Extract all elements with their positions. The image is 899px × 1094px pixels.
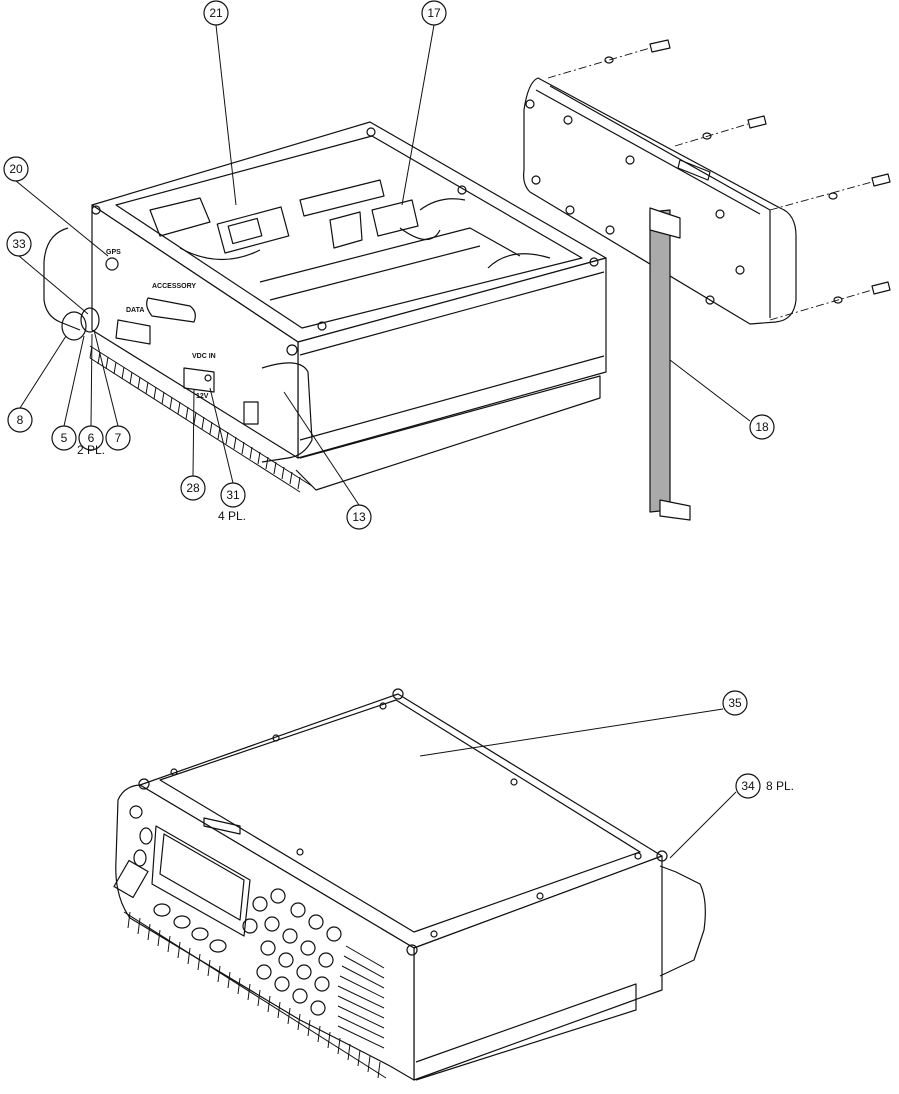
svg-text:35: 35 xyxy=(728,696,742,710)
callout-17: 17 xyxy=(422,1,446,25)
callout-33: 33 xyxy=(7,232,31,256)
svg-text:7: 7 xyxy=(115,431,122,445)
svg-text:5: 5 xyxy=(61,431,68,445)
gps-label: GPS xyxy=(106,249,121,256)
svg-text:20: 20 xyxy=(9,162,23,176)
note-4-pl: 4 PL. xyxy=(218,509,246,523)
accessory-label: ACCESSORY xyxy=(152,283,196,290)
data-label: DATA xyxy=(126,307,144,314)
callout-35: 35 xyxy=(723,691,747,715)
callout-5: 5 xyxy=(52,426,76,450)
12v-label: 12V xyxy=(196,393,209,400)
note-8-pl: 8 PL. xyxy=(766,779,794,793)
callout-20: 20 xyxy=(4,157,28,181)
callout-18: 18 xyxy=(750,415,774,439)
svg-text:13: 13 xyxy=(352,510,366,524)
svg-text:21: 21 xyxy=(209,6,223,20)
callout-8: 8 xyxy=(8,408,32,432)
svg-text:33: 33 xyxy=(12,237,26,251)
svg-text:17: 17 xyxy=(427,6,441,20)
vdc-in-label: VDC IN xyxy=(192,353,216,360)
svg-text:31: 31 xyxy=(226,488,240,502)
callout-28: 28 xyxy=(181,476,205,500)
callout-13: 13 xyxy=(347,505,371,529)
svg-text:28: 28 xyxy=(186,481,200,495)
callout-31: 31 xyxy=(221,483,245,507)
callout-21: 21 xyxy=(204,1,228,25)
svg-text:8: 8 xyxy=(17,413,24,427)
svg-text:18: 18 xyxy=(755,420,769,434)
closed-unit-drawing xyxy=(114,689,705,1080)
note-2-pl: 2 PL. xyxy=(77,443,105,457)
callout-7: 7 xyxy=(106,426,130,450)
svg-text:34: 34 xyxy=(741,779,755,793)
callout-34: 34 xyxy=(736,774,760,798)
